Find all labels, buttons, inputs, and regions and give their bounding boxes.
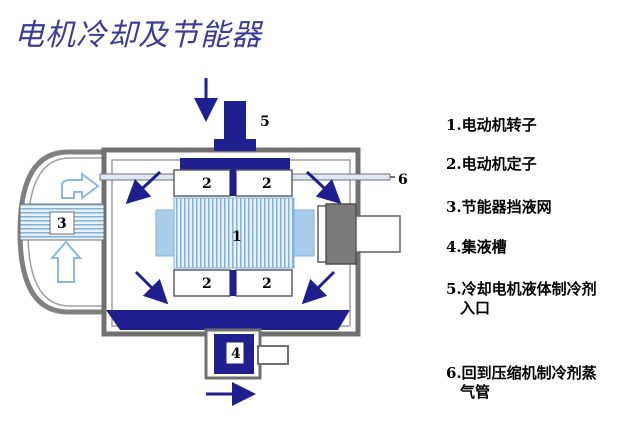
label-stator-bl: 2 xyxy=(202,276,212,292)
label-sump: 4 xyxy=(231,346,241,362)
gas-flow-arrow-up xyxy=(49,240,83,283)
label-stator-tr: 2 xyxy=(262,176,272,192)
legend-continuation: 入口 xyxy=(460,299,491,317)
label-outlet: 6 xyxy=(398,172,408,188)
label-net: 3 xyxy=(57,216,67,232)
stator-top-right xyxy=(235,169,293,197)
legend-continuation: 气管 xyxy=(460,383,491,401)
liquid-pool xyxy=(106,310,350,330)
flow-arrow-bottom-right xyxy=(301,270,336,305)
legend-item-4: 4.集液槽 xyxy=(446,238,507,257)
shaft xyxy=(355,215,401,253)
rotor-end-left xyxy=(155,209,177,257)
legend-item-5: 5.冷却电机液体制冷剂 入口 xyxy=(446,280,616,318)
flow-arrow-bottom-left xyxy=(134,270,169,305)
label-inlet: 5 xyxy=(260,114,270,130)
rotor-end-right xyxy=(293,209,315,257)
inlet-nozzle xyxy=(224,101,246,141)
label-rotor: 1 xyxy=(232,229,242,245)
legend-line: 4.集液槽 xyxy=(446,238,507,256)
sump-outlet xyxy=(257,345,289,365)
label-stator-br: 2 xyxy=(262,276,272,292)
bearing xyxy=(325,203,357,265)
stator-bottom-left xyxy=(173,269,231,297)
legend-line: 2.电动机定子 xyxy=(446,155,537,173)
rotor xyxy=(173,197,295,269)
legend-line: 3.节能器挡液网 xyxy=(446,198,552,216)
legend-item-6: 6.回到压缩机制冷剂蒸 气管 xyxy=(446,364,616,402)
flow-arrow-top-right xyxy=(305,170,342,205)
legend-item-3: 3.节能器挡液网 xyxy=(446,198,552,217)
flow-arrow-top-left xyxy=(125,170,162,205)
legend-line: 6.回到压缩机制冷剂蒸 xyxy=(446,364,597,382)
legend-item-2: 2.电动机定子 xyxy=(446,155,537,174)
diagram-title: 电机冷却及节能器 xyxy=(14,18,262,53)
legend-item-1: 1.电动机转子 xyxy=(446,116,537,135)
label-stator-tl: 2 xyxy=(202,176,212,192)
stator-bottom-right xyxy=(235,269,293,297)
gas-flow-arrow-right xyxy=(61,172,100,200)
legend-line: 5.冷却电机液体制冷剂 xyxy=(446,280,597,298)
legend-line: 1.电动机转子 xyxy=(446,116,537,134)
